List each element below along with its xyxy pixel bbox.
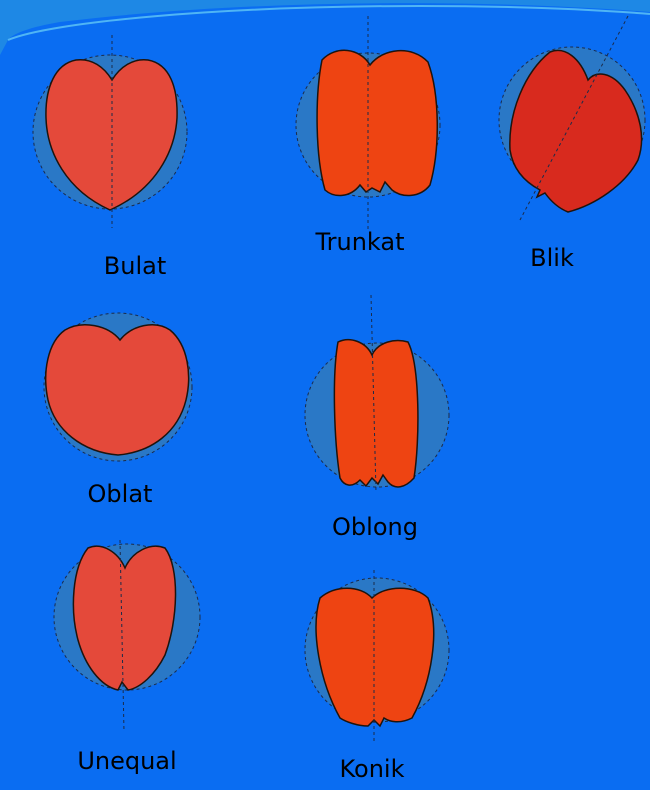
shape-oblong-diagram	[295, 290, 460, 495]
shape-unequal-diagram	[50, 535, 210, 735]
label-unequal: Unequal	[77, 747, 176, 775]
label-blik: Blik	[530, 244, 574, 272]
shape-konik-diagram	[295, 565, 460, 745]
label-trunkat: Trunkat	[315, 228, 404, 256]
trunkat-fruit-silhouette	[317, 50, 437, 195]
label-oblat: Oblat	[88, 480, 153, 508]
shape-oblat-diagram	[35, 300, 195, 470]
konik-fruit-silhouette	[316, 588, 434, 726]
shape-blik-diagram	[490, 10, 650, 225]
label-oblong: Oblong	[332, 513, 418, 541]
shape-trunkat-diagram	[290, 10, 450, 235]
label-bulat: Bulat	[104, 252, 166, 280]
oblong-fruit-silhouette	[334, 340, 418, 487]
shape-bulat-diagram	[30, 30, 190, 230]
label-konik: Konik	[339, 755, 404, 783]
